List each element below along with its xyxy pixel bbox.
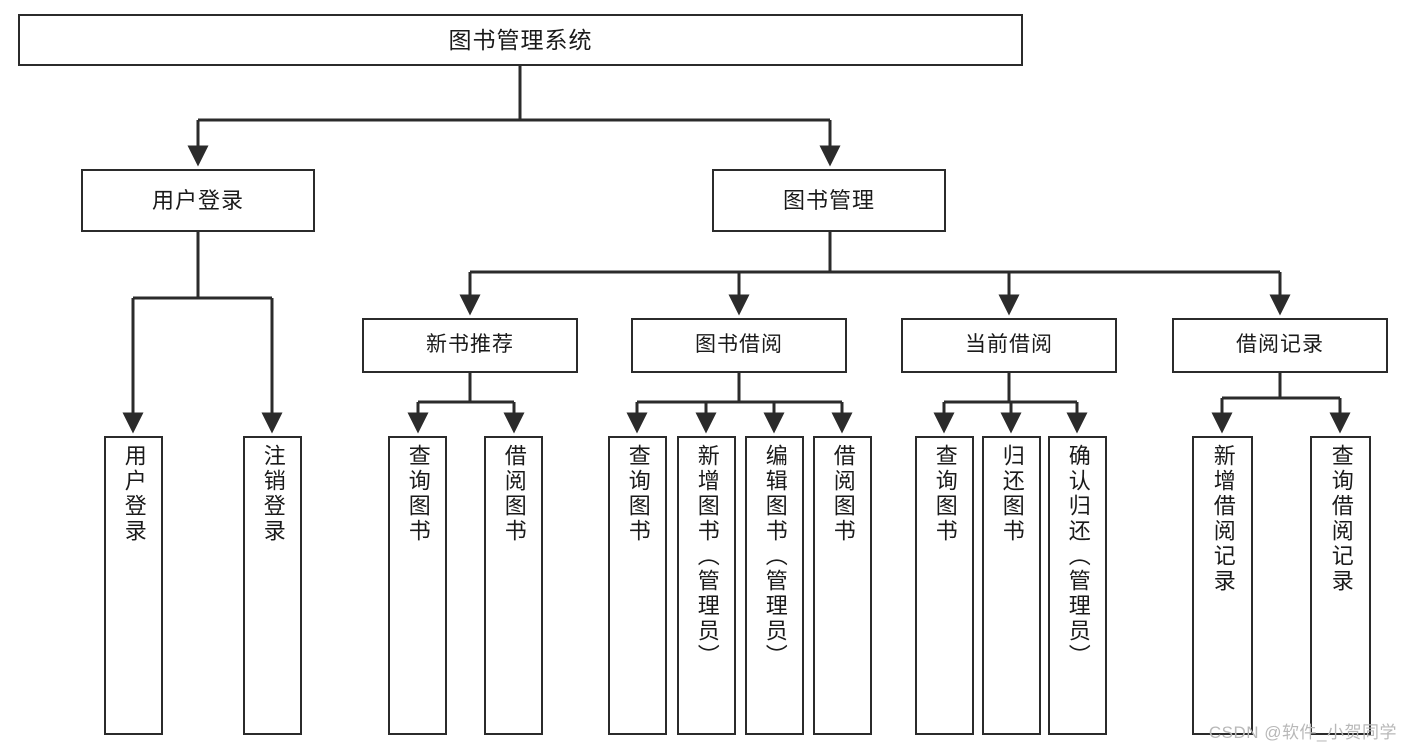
node-borrow-record-label: 借阅记录 — [1236, 333, 1324, 357]
leaf-user-login-1[interactable]: 用户登录 — [104, 436, 163, 735]
leaf-book-borrow-2[interactable]: 新增图书（管理员） — [677, 436, 736, 735]
leaf-current-borrow-2[interactable]: 归还图书 — [982, 436, 1041, 735]
leaf-user-login-2[interactable]: 注销登录 — [243, 436, 302, 735]
leaf-book-borrow-3-label: 编辑图书（管理员） — [762, 444, 788, 669]
leaf-book-borrow-1[interactable]: 查询图书 — [608, 436, 667, 735]
leaf-book-borrow-4[interactable]: 借阅图书 — [813, 436, 872, 735]
leaf-new-book-2-label: 借阅图书 — [501, 444, 527, 544]
node-book-manage[interactable]: 图书管理 — [712, 169, 946, 232]
node-current-borrow-label: 当前借阅 — [965, 333, 1053, 357]
leaf-book-borrow-3[interactable]: 编辑图书（管理员） — [745, 436, 804, 735]
node-new-book[interactable]: 新书推荐 — [362, 318, 578, 373]
node-borrow-record[interactable]: 借阅记录 — [1172, 318, 1388, 373]
leaf-new-book-1[interactable]: 查询图书 — [388, 436, 447, 735]
node-book-manage-label: 图书管理 — [782, 187, 875, 213]
node-user-login-label: 用户登录 — [151, 187, 244, 213]
leaf-book-borrow-2-label: 新增图书（管理员） — [694, 444, 720, 669]
node-book-borrow[interactable]: 图书借阅 — [631, 318, 847, 373]
leaf-borrow-record-1-label: 新增借阅记录 — [1210, 444, 1236, 594]
leaf-current-borrow-2-label: 归还图书 — [999, 444, 1025, 544]
leaf-current-borrow-3[interactable]: 确认归还（管理员） — [1048, 436, 1107, 735]
leaf-current-borrow-1-label: 查询图书 — [932, 444, 958, 544]
leaf-current-borrow-1[interactable]: 查询图书 — [915, 436, 974, 735]
node-root-label: 图书管理系统 — [448, 26, 593, 53]
leaf-borrow-record-2-label: 查询借阅记录 — [1328, 444, 1354, 594]
node-root[interactable]: 图书管理系统 — [18, 14, 1023, 66]
leaf-user-login-1-label: 用户登录 — [121, 444, 147, 544]
leaf-book-borrow-1-label: 查询图书 — [625, 444, 651, 544]
leaf-user-login-2-label: 注销登录 — [260, 444, 286, 544]
node-current-borrow[interactable]: 当前借阅 — [901, 318, 1117, 373]
leaf-current-borrow-3-label: 确认归还（管理员） — [1065, 444, 1091, 669]
leaf-borrow-record-1[interactable]: 新增借阅记录 — [1192, 436, 1253, 735]
leaf-borrow-record-2[interactable]: 查询借阅记录 — [1310, 436, 1371, 735]
leaf-new-book-2[interactable]: 借阅图书 — [484, 436, 543, 735]
leaf-book-borrow-4-label: 借阅图书 — [830, 444, 856, 544]
node-new-book-label: 新书推荐 — [426, 333, 514, 357]
node-user-login[interactable]: 用户登录 — [81, 169, 315, 232]
leaf-new-book-1-label: 查询图书 — [405, 444, 431, 544]
node-book-borrow-label: 图书借阅 — [695, 333, 783, 357]
